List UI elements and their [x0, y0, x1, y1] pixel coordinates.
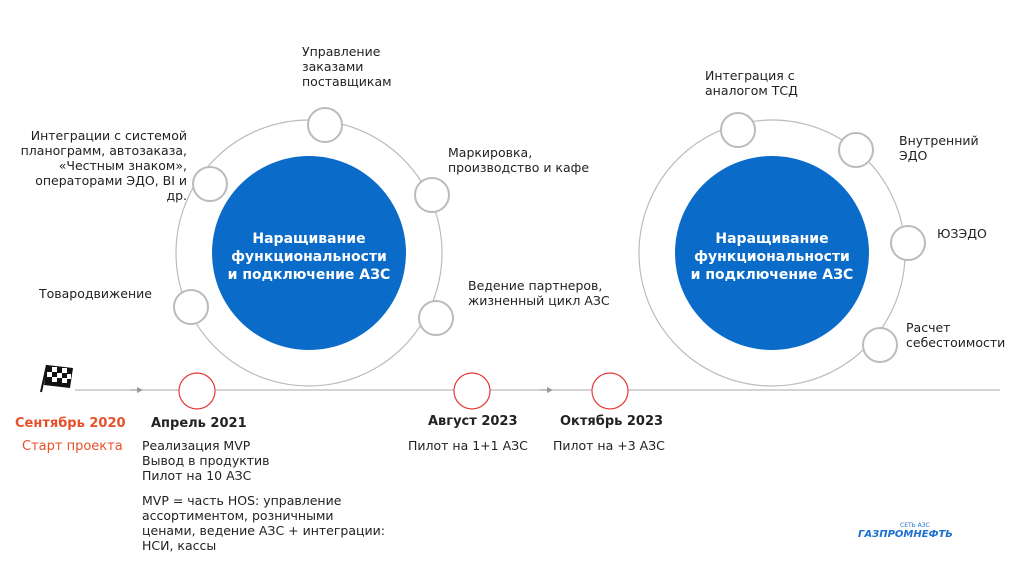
cycle2-item: Интеграция с аналогом ТСД — [705, 68, 798, 98]
m2-text: Пилот на 1+1 АЗС — [408, 438, 528, 453]
cycle2-item: Внутренний ЭДО — [899, 133, 979, 163]
gazpromneft-logo: СЕТЬ АЗС ГАЗПРОМНЕФТЬ — [858, 522, 953, 540]
m3-date: Октябрь 2023 — [560, 414, 664, 429]
milestone-oct-2023 — [591, 372, 629, 410]
cycle1-item: Управление заказами поставщикам — [302, 44, 392, 89]
milestone-apr-2021 — [178, 372, 216, 410]
m2-date: Август 2023 — [428, 414, 518, 429]
m1-note: MVP = часть HOS: управление ассортименто… — [142, 493, 385, 553]
hub-circle-2 — [675, 156, 869, 350]
milestone-aug-2023 — [453, 372, 491, 410]
cycle1-item: Маркировка, производство и кафе — [448, 145, 590, 175]
hub-title-2: Наращивание функциональности и подключен… — [690, 231, 854, 283]
cycle1-item: Товародвижение — [39, 286, 152, 301]
hub-circle-1 — [212, 156, 406, 350]
cycle2-item: ЮЗЭДО — [937, 226, 987, 241]
m1-text: Реализация MVP Вывод в продуктив Пилот н… — [142, 438, 270, 483]
cycle2-item: Расчет себестоимости — [906, 320, 1006, 350]
cycle1-item: Ведение партнеров, жизненный цикл АЗС — [468, 278, 610, 308]
finish-flag-icon — [40, 364, 73, 393]
hub-title-1: Наращивание функциональности и подключен… — [227, 231, 391, 283]
cycle1-item: Интеграции с системой планограмм, автоза… — [20, 128, 187, 203]
start-text: Старт проекта — [22, 439, 123, 454]
start-date: Сентябрь 2020 — [15, 416, 126, 431]
m3-text: Пилот на +3 АЗС — [553, 438, 665, 453]
m1-date: Апрель 2021 — [151, 416, 247, 431]
